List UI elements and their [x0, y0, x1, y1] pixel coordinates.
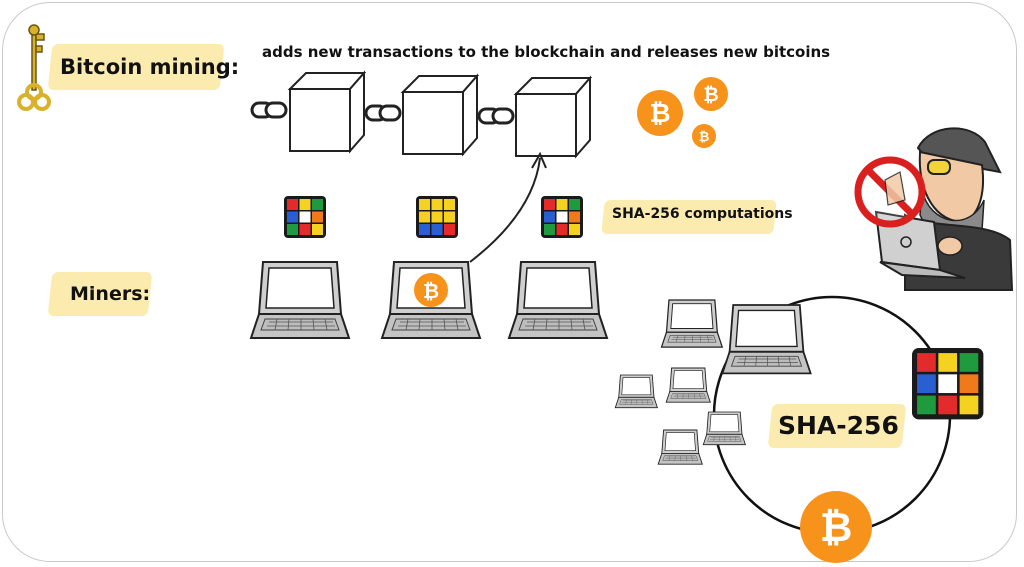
arrow-icon — [469, 157, 541, 263]
chain-link-icon — [364, 104, 402, 122]
laptop-icon — [250, 261, 350, 339]
laptop-icon — [660, 299, 723, 348]
bitcoin-coin-icon: ₿ — [414, 273, 448, 307]
miners-label: Miners: — [70, 283, 151, 305]
key-icon — [17, 24, 51, 111]
svg-text:₿: ₿ — [423, 279, 439, 303]
laptop-icon — [702, 411, 746, 446]
laptop-icon — [614, 374, 658, 409]
laptop-icon — [665, 367, 711, 403]
rubiks-cube-icon — [541, 196, 583, 238]
svg-text:₿: ₿ — [703, 84, 718, 106]
svg-text:₿: ₿ — [820, 505, 853, 551]
bitcoin-coin-icon: ₿ — [694, 77, 728, 111]
laptop-icon — [508, 261, 608, 339]
chain-link-icon — [477, 107, 515, 125]
bitcoin-coin-icon: ₿ — [800, 491, 872, 563]
chain-link-icon — [250, 101, 288, 119]
rounded-frame — [2, 2, 1017, 562]
blockchain — [250, 72, 591, 157]
prohibited-sign-icon — [854, 156, 926, 228]
sha-computations-label: SHA-256 computations — [612, 206, 793, 222]
laptop-icon — [721, 304, 812, 375]
block-cube-icon — [402, 75, 478, 155]
bitcoin-coin-icon: ₿ — [692, 124, 716, 148]
sha-label: SHA-256 — [778, 411, 899, 440]
bitcoin-coin-icon: ₿ — [637, 90, 683, 136]
block-cube-icon — [515, 77, 591, 157]
svg-text:₿: ₿ — [699, 130, 710, 145]
svg-text:₿: ₿ — [649, 99, 670, 129]
rubiks-cube-icon — [416, 196, 458, 238]
hacker-icon — [874, 127, 1014, 291]
title: Bitcoin mining: — [60, 55, 240, 79]
rubiks-cube-icon — [912, 348, 984, 420]
laptop-icon — [657, 429, 703, 465]
block-cube-icon — [289, 72, 365, 152]
rubiks-cube-icon — [284, 196, 326, 238]
description: adds new transactions to the blockchain … — [262, 43, 831, 61]
